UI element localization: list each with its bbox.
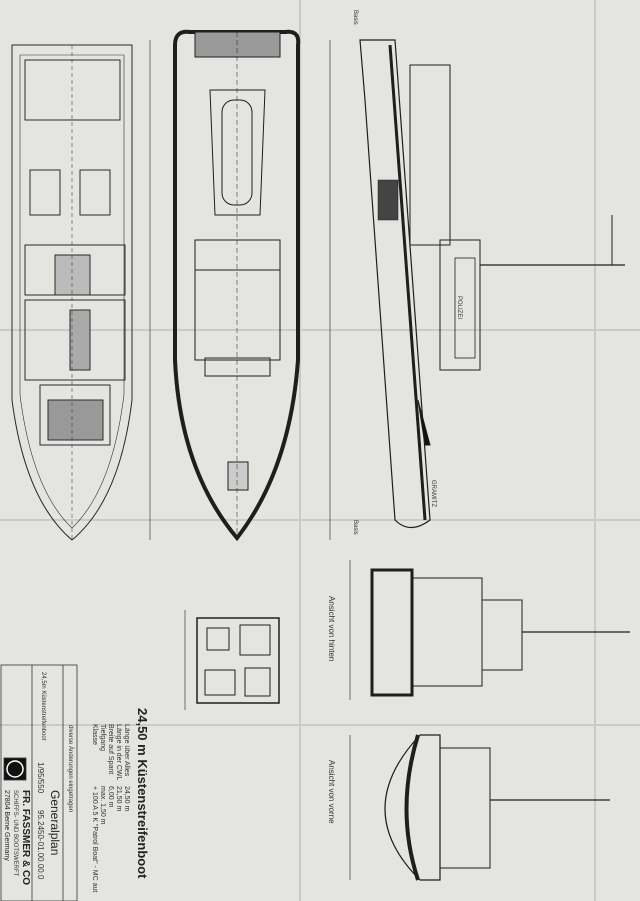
company-name: FR. FASSMER & CO (20, 790, 31, 886)
wheelhouse-plan (184, 610, 280, 710)
spec-row: Länge in der CWL21,50 m (115, 724, 122, 812)
drawing-number: 95.2450-01.00.00.0 (36, 810, 45, 880)
spec-row: Tiefgangmax. 1,50 m (99, 724, 106, 825)
spec-list: Länge über Alles24,50 m Länge in der CWL… (90, 724, 130, 896)
revision-note: diverse Änderungen eingetragen (67, 725, 73, 813)
front-view-label: Ansicht von vorne (327, 760, 336, 824)
spec-row: Länge über Alles24,50 m (123, 724, 130, 812)
drawing-name: Generalplan (48, 790, 62, 856)
project-name: 24,5m Küstenstreifenboot (40, 672, 46, 741)
police-hull-label: POLIZEI (456, 296, 462, 320)
deck-plan-main (173, 29, 301, 542)
title-block-frame (0, 664, 78, 901)
company-subtitle: SCHIFFS- UND BOOTSWERFT (12, 790, 18, 877)
base-label-bottom: Basis (352, 520, 358, 535)
spec-row: Breite auf Spant6,00 m (107, 724, 114, 808)
front-view (349, 734, 610, 881)
scale-number: 1/95/550 (36, 762, 45, 794)
rear-view-label: Ansicht von hinten (327, 596, 336, 662)
company-address: 27804 Berne Germany (3, 790, 10, 861)
drawing-title: 24,50 m Küstenstreifenboot (135, 708, 150, 879)
rear-view (349, 560, 630, 700)
spec-row: Klasse+ 100 A 5 K "Patrol Boat" - MC aut (91, 724, 98, 893)
base-label: Basis (352, 10, 358, 25)
boat-name-label: GRAMITZ (430, 480, 436, 507)
side-profile (329, 39, 625, 540)
deck-plan-interior (11, 40, 151, 541)
